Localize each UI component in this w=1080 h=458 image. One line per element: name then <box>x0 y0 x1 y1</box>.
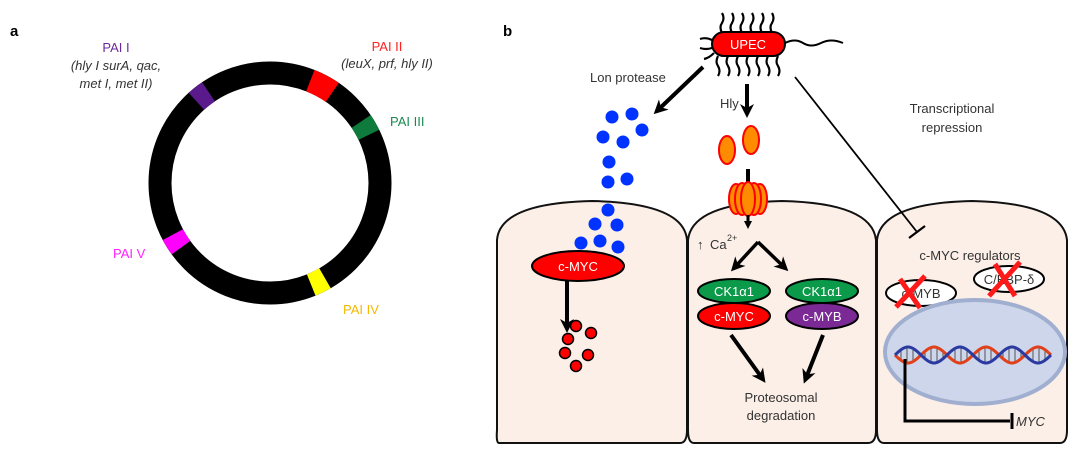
c-myc-protein-cell1 <box>531 250 625 282</box>
upec-label: UPEC <box>730 37 766 52</box>
cross-out-icon <box>894 274 927 310</box>
flagellum <box>745 55 751 77</box>
lon-protease-arrow <box>653 65 705 115</box>
calcium-label: Ca <box>710 237 727 252</box>
pai-ii-label: PAI II <box>372 39 403 54</box>
chromosome-ring <box>148 61 392 305</box>
flagellum <box>759 12 765 34</box>
pai-ii-segment <box>305 69 339 102</box>
panel-a-label: a <box>10 23 19 40</box>
pai-i-genes-1: (hly I surA, qac, <box>71 58 161 73</box>
protease-particle <box>610 218 624 232</box>
c-myc-cell2-label: c-MYC <box>714 309 754 324</box>
flagella <box>699 12 781 77</box>
pai-iii-segment <box>351 115 380 140</box>
protease-particle <box>635 123 649 137</box>
lon-protease-label: Lon protease <box>590 70 666 85</box>
cebp-delta-regulator-label: C/EBP-δ <box>984 272 1035 287</box>
upec-bacterium <box>711 31 786 57</box>
flagellum <box>719 12 725 34</box>
cebp-delta-regulator <box>973 265 1045 293</box>
protease-particle <box>611 240 625 254</box>
protease-particle <box>625 107 639 121</box>
calcium-charge: 2+ <box>727 233 737 243</box>
transcriptional-repression-line1: Transcriptional <box>910 101 995 116</box>
pai-iv-label: PAI IV <box>343 302 379 317</box>
degradation-arrow-right <box>802 334 825 384</box>
dna-helix <box>893 345 1053 365</box>
flagellum <box>739 12 745 34</box>
proteosomal-label: Proteosomal <box>745 390 818 405</box>
flagellum <box>699 37 713 41</box>
c-myb-cell2-label: c-MYB <box>803 309 842 324</box>
dna-strand <box>893 345 1053 365</box>
pai-i-genes-2: met I, met II) <box>80 76 153 91</box>
protease-particle <box>602 155 616 169</box>
c-myc-fragment <box>558 346 572 360</box>
protease-particle <box>620 172 634 186</box>
hly-toxin-1 <box>718 135 736 165</box>
branch-arrow-left <box>730 240 760 272</box>
pai-i-segment <box>188 82 216 110</box>
c-myc-fragment <box>561 332 575 346</box>
protease-particle <box>605 110 619 124</box>
flagellum-tail <box>784 39 844 47</box>
flagellum <box>755 55 761 77</box>
flagellum <box>703 52 715 61</box>
cell-1 <box>495 199 688 444</box>
myc-gene-label: MYC <box>1016 414 1046 429</box>
flagellum <box>729 12 735 34</box>
flagellum <box>725 55 731 77</box>
protease-particle <box>601 203 615 217</box>
c-myc-fragment <box>569 319 583 333</box>
protease-particle <box>574 236 588 250</box>
c-myc-fragment <box>569 359 583 373</box>
cross-out-icon <box>987 260 1022 298</box>
transcriptional-repression-line2: repression <box>922 120 983 135</box>
ck1a1-right-label: CK1α1 <box>802 284 842 299</box>
flagellum <box>765 55 771 77</box>
lon-protease-particles <box>574 107 649 275</box>
c-myc-label-cell1: c-MYC <box>558 259 598 274</box>
flagellum <box>775 55 781 77</box>
calcium-up-arrow: ↑ <box>697 237 704 252</box>
pai-iv-segment <box>306 268 331 296</box>
flagellum <box>769 12 775 34</box>
c-myc-cell2 <box>697 302 771 330</box>
repression-line <box>794 76 918 233</box>
hly-label: Hly <box>720 96 739 111</box>
protease-particle <box>601 175 615 189</box>
c-myc-fragment <box>581 348 595 362</box>
flagellum <box>715 55 721 77</box>
pai-ii-genes: (leuX, prf, hly II) <box>341 56 433 71</box>
circular-chromosome <box>148 61 392 305</box>
degradation-arrow-left <box>729 333 766 383</box>
hly-toxin-2 <box>742 125 760 155</box>
protease-particle <box>596 130 610 144</box>
pai-v-segment <box>162 229 191 255</box>
c-myc-regulators-title: c-MYC regulators <box>919 248 1021 263</box>
hly-pore <box>728 181 768 217</box>
pai-iii-label: PAI III <box>390 114 424 129</box>
c-myc-fragment <box>584 326 598 340</box>
flagellum <box>735 55 741 77</box>
flagellum <box>699 46 713 51</box>
myc-gene-line <box>903 359 1010 423</box>
protease-particle <box>616 135 630 149</box>
degraded-c-myc-fragments <box>558 319 598 373</box>
panel-b-label: b <box>503 23 512 40</box>
pai-v-label: PAI V <box>113 246 146 261</box>
c-myb-cell2 <box>785 302 859 330</box>
protease-particle <box>593 234 607 248</box>
protease-particle <box>588 217 602 231</box>
pai-i-label: PAI I <box>102 40 129 55</box>
repression-bar <box>908 225 926 239</box>
ck1a1-left-label: CK1α1 <box>714 284 754 299</box>
flagellum <box>749 12 755 34</box>
branch-arrow-right <box>756 240 789 272</box>
degradation-label: degradation <box>747 408 816 423</box>
